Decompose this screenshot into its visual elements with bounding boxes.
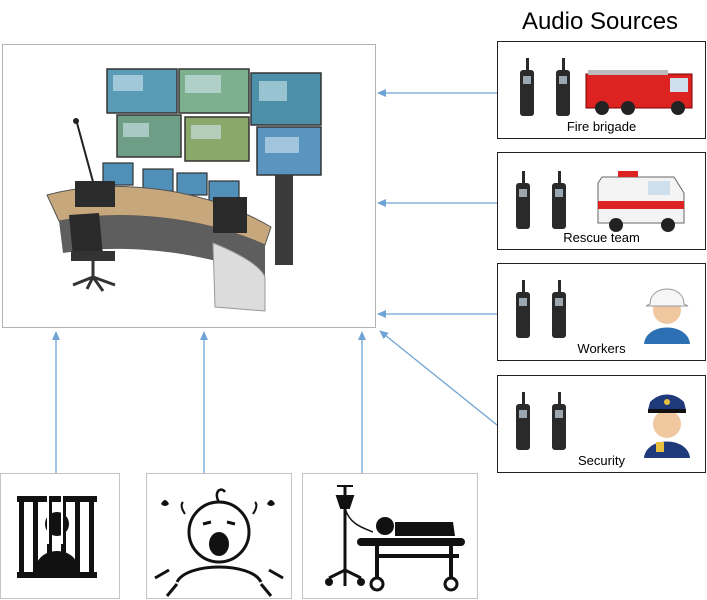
- prisoner-box: [0, 473, 120, 599]
- source-security: Security: [497, 375, 706, 473]
- crying-baby-icon: [154, 488, 284, 597]
- source-rescue-team: Rescue team: [497, 152, 706, 250]
- source-label: Fire brigade: [566, 119, 637, 134]
- control-room-box: [2, 44, 376, 328]
- source-fire-brigade: Fire brigade: [497, 41, 706, 139]
- source-label: Workers: [577, 341, 626, 356]
- prisoner-icon: [17, 496, 97, 578]
- ambulance-icon: [516, 171, 685, 232]
- control-room-console-icon: [46, 68, 322, 312]
- fire-truck-icon: [520, 58, 693, 116]
- arrow-security: [379, 330, 498, 426]
- source-workers: Workers: [497, 263, 706, 361]
- crying-baby-box: [146, 473, 292, 599]
- source-label: Security: [578, 453, 625, 468]
- source-label: Rescue team: [563, 230, 640, 245]
- worker-hardhat-icon: [516, 280, 690, 344]
- diagram-title: Audio Sources: [521, 8, 679, 35]
- hospital-patient-icon: [325, 485, 465, 592]
- hospital-patient-box: [302, 473, 478, 599]
- security-guard-icon: [516, 392, 690, 458]
